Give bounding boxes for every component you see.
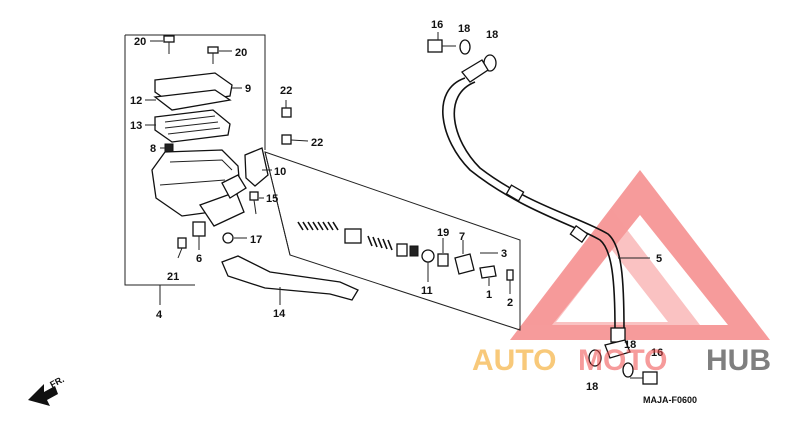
front-label: FR. <box>48 374 65 390</box>
bleeder-1 <box>479 265 497 286</box>
callout-18a: 18 <box>458 23 470 35</box>
callout-2: 2 <box>507 297 513 309</box>
callout-17: 17 <box>250 234 262 246</box>
bolt-22-upper <box>281 100 292 118</box>
pivot-bolt-17 <box>222 232 234 244</box>
bolt-15 <box>249 191 259 215</box>
callout-20a: 20 <box>134 36 146 48</box>
body-detail <box>159 159 233 186</box>
switch-6 <box>192 221 206 237</box>
watermark-text-hub: HUB <box>706 344 771 377</box>
banjo-bolt-16-upper <box>427 39 456 53</box>
diaphragm-ribs <box>164 115 221 135</box>
callout-11: 11 <box>421 285 433 297</box>
holder-10 <box>244 147 269 187</box>
callout-13: 13 <box>130 120 142 132</box>
watermark-text-auto: AUTO <box>472 344 556 377</box>
group-box-4 <box>124 35 195 286</box>
callout-8: 8 <box>150 143 156 155</box>
screw-20-right <box>207 46 219 64</box>
callout-19: 19 <box>437 227 449 239</box>
callout-6: 6 <box>196 253 202 265</box>
callout-14: 14 <box>273 308 286 320</box>
callout-18d: 18 <box>586 381 598 393</box>
callout-20b: 20 <box>235 47 247 59</box>
watermark-text-moto: MOTO <box>578 344 667 377</box>
piston-end <box>396 243 408 257</box>
plate-12 <box>153 89 232 111</box>
callout-5: 5 <box>656 253 662 265</box>
callout-12: 12 <box>130 95 142 107</box>
callout-18b: 18 <box>486 29 498 41</box>
washer-18-upper-a <box>459 39 471 55</box>
group-box-3-left <box>264 151 291 256</box>
washer-18-lower-a <box>588 349 602 367</box>
callout-22b: 22 <box>311 137 323 149</box>
diagram-code: MAJA-F0600 <box>643 395 697 405</box>
callout-18c: 18 <box>624 339 636 351</box>
piston-stop <box>409 245 419 257</box>
body-outlet <box>221 174 247 199</box>
hose-end-lower <box>604 339 631 359</box>
brake-hose-5 <box>442 77 626 343</box>
hose-end-upper <box>461 59 489 83</box>
screw-20-left <box>163 35 175 54</box>
lever-bracket <box>198 191 245 227</box>
callout-3: 3 <box>501 248 507 260</box>
diaphragm-13 <box>154 109 231 143</box>
cap-2 <box>506 269 514 294</box>
banjo-bolt-16-lower <box>630 371 658 385</box>
bolt-22-lower <box>281 134 309 145</box>
watermark-logo <box>510 170 770 340</box>
washer-11 <box>421 249 435 263</box>
callout-4: 4 <box>156 309 163 321</box>
callout-10: 10 <box>274 166 286 178</box>
callout-9: 9 <box>245 83 251 95</box>
boot-7 <box>454 253 475 275</box>
screw-21 <box>177 237 187 259</box>
spring-coil <box>297 221 339 231</box>
callout-21: 21 <box>167 271 179 283</box>
front-arrow-icon <box>28 384 58 406</box>
callout-7: 7 <box>459 231 465 243</box>
washer-18-lower-b <box>622 362 634 378</box>
callout-16a: 16 <box>431 19 443 31</box>
group-box-4-top <box>125 34 266 150</box>
watermark-triangle-hole <box>556 250 668 322</box>
callout-16b: 16 <box>651 347 663 359</box>
circlip-19 <box>437 253 449 267</box>
callout-22a: 22 <box>280 85 292 97</box>
callout-1: 1 <box>486 289 492 301</box>
piston-cup <box>344 228 362 244</box>
piston-rings <box>367 235 393 251</box>
brake-lever-14 <box>221 255 359 301</box>
callout-15: 15 <box>266 193 278 205</box>
watermark-text: AUTO MOTO HUB <box>472 344 771 377</box>
